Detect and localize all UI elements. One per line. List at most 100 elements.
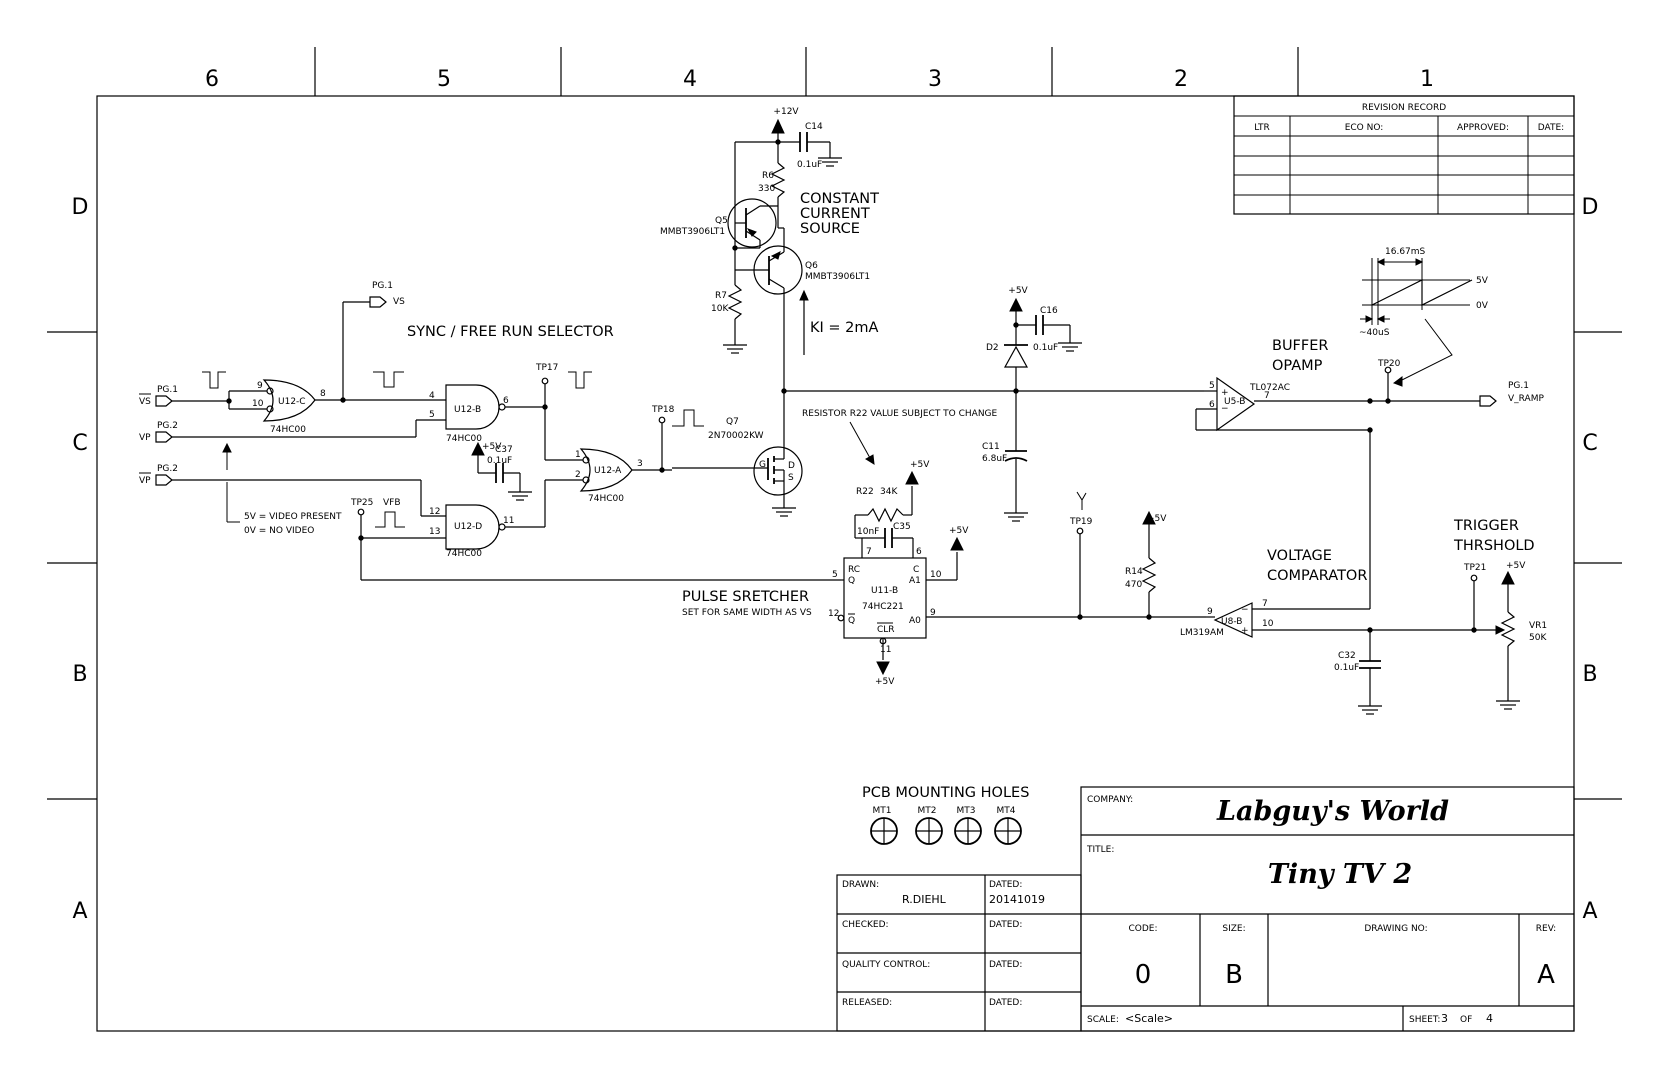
zone-row-a-right: A [1582,899,1597,924]
pcb-mounting-holes: PCB MOUNTING HOLES MT1 MT2 MT3 MT4 [862,785,1029,845]
vs-out-label: VS [393,297,405,307]
voltage-comparator: − + 9 7 10 U8-B LM319AM VOLTAGE COMPARAT… [1180,430,1547,715]
mt3-label: MT3 [957,806,976,816]
qc-label: QUALITY CONTROL: [842,960,930,970]
u12c-pin-a: 9 [257,381,263,391]
u12c-ref: U12-C [278,397,306,407]
u12a-value: 74HC00 [588,494,624,504]
u12d-value: 74HC00 [446,549,482,559]
u11-qbar: Q [848,616,855,626]
ramp-lo-label: 0V [1476,301,1489,311]
u11-q: Q [848,576,855,586]
u11-pin-9: 9 [930,608,936,618]
pulse-stretcher-note: SET FOR SAME WIDTH AS VS [682,608,812,618]
vramp-page-ref: PG.1 [1508,381,1529,391]
company-name: Labguy's World [1216,796,1449,827]
pulse-stretcher: RESISTOR R22 VALUE SUBJECT TO CHANGE RC … [682,409,1206,687]
ramp-period-label: 16.67mS [1385,247,1426,257]
r14-ref: R14 [1125,567,1143,577]
tp19-label: TP19 [1069,517,1093,527]
u11-pin-11: 11 [880,645,891,655]
r22-value: 34K [880,487,898,497]
q5-ref: Q5 [715,216,728,226]
u11-pin-7: 7 [866,547,872,557]
c35-value: 10nF [857,527,879,537]
tp21-label: TP21 [1463,563,1486,573]
vpbar-in-label: VP [139,476,151,486]
drawn-label: DRAWN: [842,880,879,890]
ramp-flyback-label: ~40uS [1359,328,1390,338]
revision-header-approved: APPROVED: [1457,123,1509,133]
q6-ref: Q6 [805,261,818,271]
zone-col-1: 1 [1420,67,1434,92]
size-value: B [1225,960,1243,990]
drawing-no-label: DRAWING NO: [1364,924,1427,934]
svg-text:+: + [1221,388,1229,398]
code-value: 0 [1135,960,1152,990]
mt2-label: MT2 [918,806,937,816]
sync-selector: SYNC / FREE RUN SELECTOR VS VP VP PG.1 P… [139,281,841,581]
zone-row-b-left: B [72,662,87,687]
svg-text:−: − [1221,404,1229,414]
c11-value: 6.8uF [982,454,1007,464]
u8-pin-out: 7 [1262,599,1268,609]
u12a-ref: U12-A [594,466,622,476]
u12b-pin-y: 6 [503,396,509,406]
vramp-label: V_RAMP [1508,394,1544,404]
buffer-label-1: BUFFER [1272,338,1328,354]
c37-value: 0.1uF [487,456,512,466]
u5-pin-minus: 6 [1209,400,1215,410]
u11-pin-10: 10 [930,570,942,580]
q7-mosfet: G D S Q7 2N70002KW [672,417,803,517]
u12d-pin-b: 13 [429,527,440,537]
comparator-output-network: TP19 +5V R14 470 [1069,491,1167,617]
u8-value: LM319AM [1180,628,1224,638]
u12a-pin-b: 2 [575,470,581,480]
c37-supply-label: +5V [482,442,502,452]
r7-value: 10K [711,304,729,314]
tp20-label: TP20 [1377,359,1401,369]
u5-value: TL072AC [1249,383,1290,393]
vpbar-in-page: PG.2 [157,464,178,474]
vfb-label: VFB [383,498,401,508]
u12d-ref: U12-D [454,522,482,532]
code-label: CODE: [1128,924,1157,934]
trigger-label-2: THRSHOLD [1453,538,1535,554]
u12d-pin-a: 12 [429,507,440,517]
revision-title: REVISION RECORD [1362,103,1446,113]
ramp-capacitor-network: +5V D2 C16 0.1uF C11 6.8uF [784,286,1204,522]
u12a-pin-y: 3 [637,459,643,469]
zone-row-c-left: C [72,431,87,456]
buffer-opamp: + − 5 6 7 U5-B TL072AC BUFFER OPAMP TP20… [1195,247,1544,433]
buffer-label-2: OPAMP [1272,358,1323,374]
u11-c: C [913,565,919,575]
released-label: RELEASED: [842,998,892,1008]
u5-ref: U5-B [1224,397,1245,407]
vp-in-page: PG.2 [157,421,178,431]
u5-pin-plus: 5 [1209,381,1215,391]
pulse-stretcher-label: PULSE SRETCHER [682,589,809,605]
q7-ref: Q7 [726,417,739,427]
u12b-pin-a: 4 [429,391,435,401]
drawn-date: 20141019 [989,893,1045,906]
vs-in-page: PG.1 [157,385,178,395]
c14-ref: C14 [805,122,823,132]
sheet-label: SHEET: [1409,1015,1440,1025]
of-label: OF [1460,1015,1472,1025]
rev-value: A [1537,960,1555,990]
checked-dated-label: DATED: [989,920,1022,930]
ki-label: KI = 2mA [810,320,879,336]
r7-ref: R7 [715,291,727,301]
released-dated-label: DATED: [989,998,1022,1008]
d2-ref: D2 [986,343,999,353]
constant-current-source: +12V C14 0.1uF R6 330 Q5 MMBT3906LT1 [660,107,879,447]
size-label: SIZE: [1222,924,1245,934]
zone-col-5: 5 [437,67,451,92]
r22-supply-label: +5V [910,460,930,470]
u8-ref: U8-B [1221,617,1242,627]
u12b-value: 74HC00 [446,434,482,444]
u12b-pin-b: 5 [429,410,435,420]
company-label: COMPANY: [1087,795,1133,805]
c11-ref: C11 [982,442,1000,452]
